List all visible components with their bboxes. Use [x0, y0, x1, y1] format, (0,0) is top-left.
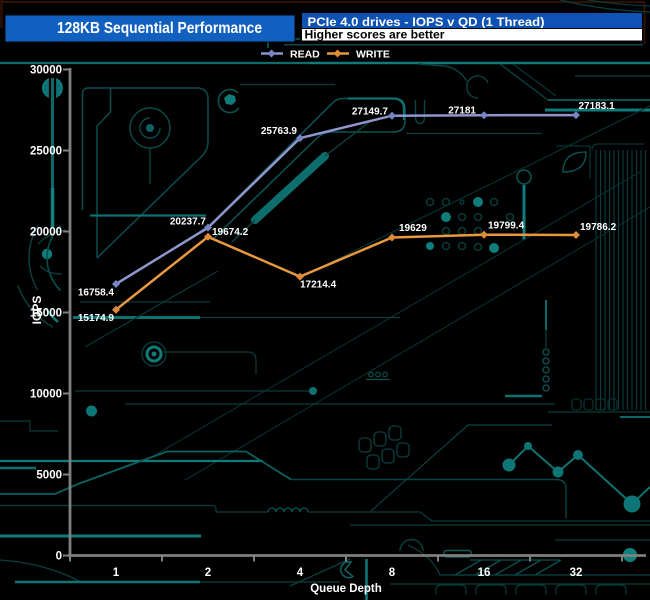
svg-text:15000: 15000	[30, 308, 62, 320]
svg-text:19799.4: 19799.4	[488, 221, 525, 232]
svg-text:17214.4: 17214.4	[300, 280, 337, 291]
svg-text:128KB Sequential Performance: 128KB Sequential Performance	[57, 20, 262, 37]
svg-text:19629: 19629	[399, 223, 427, 234]
svg-text:16: 16	[478, 567, 491, 579]
svg-text:20000: 20000	[30, 227, 62, 239]
svg-text:0: 0	[56, 551, 62, 563]
svg-text:WRITE: WRITE	[356, 49, 390, 61]
svg-text:25000: 25000	[30, 146, 62, 158]
svg-text:READ: READ	[290, 49, 320, 61]
svg-text:Queue Depth: Queue Depth	[310, 583, 382, 595]
svg-text:5000: 5000	[36, 470, 62, 482]
svg-text:27181: 27181	[448, 106, 476, 117]
svg-text:30000: 30000	[30, 65, 62, 77]
svg-text:20237.7: 20237.7	[170, 217, 207, 228]
svg-text:PCIe 4.0 drives - IOPS v QD (1: PCIe 4.0 drives - IOPS v QD (1 Thread)	[308, 17, 545, 29]
svg-text:27149.7: 27149.7	[352, 107, 389, 118]
svg-text:19786.2: 19786.2	[580, 222, 617, 233]
svg-text:15174.9: 15174.9	[78, 313, 115, 324]
svg-text:IOPS: IOPS	[30, 296, 44, 325]
svg-text:10000: 10000	[30, 389, 62, 401]
svg-text:4: 4	[297, 567, 304, 579]
svg-text:25763.9: 25763.9	[261, 126, 298, 137]
svg-text:Higher scores are better: Higher scores are better	[305, 29, 446, 41]
svg-text:32: 32	[570, 567, 583, 579]
svg-text:16758.4: 16758.4	[78, 288, 115, 299]
svg-text:27183.1: 27183.1	[579, 101, 616, 112]
svg-text:1: 1	[113, 567, 120, 579]
svg-text:19674.2: 19674.2	[212, 227, 249, 238]
svg-text:8: 8	[389, 567, 396, 579]
svg-text:2: 2	[205, 567, 211, 579]
